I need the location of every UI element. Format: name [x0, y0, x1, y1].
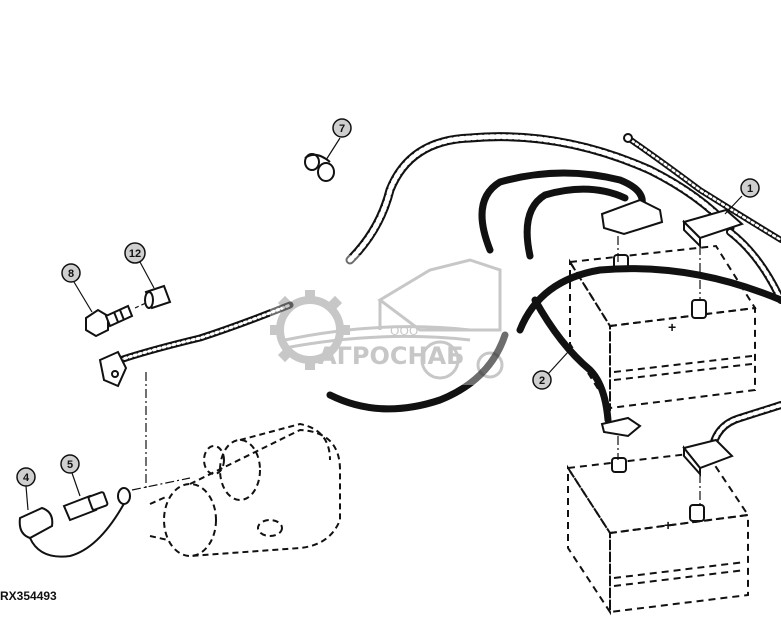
starter-motor	[149, 422, 341, 557]
thin-harness-top	[623, 133, 781, 243]
black-cables	[326, 169, 781, 424]
callout-2-label: 2	[539, 375, 545, 387]
starter-cable	[116, 301, 294, 364]
part-7-clip	[304, 153, 335, 182]
leader-lines	[131, 236, 701, 506]
part-12-spacer	[144, 284, 172, 310]
lower-right-harness	[708, 401, 781, 454]
callout-5-label: 5	[67, 459, 73, 471]
callout-2: 2	[532, 351, 569, 390]
part-4-boot	[18, 487, 131, 558]
watermark: ООО АГРОСНАБ	[270, 255, 510, 385]
figure-id: RX354493	[0, 589, 57, 603]
callout-8: 8	[61, 263, 93, 313]
callout-1-label: 1	[747, 183, 753, 195]
harvester-icon	[377, 258, 504, 380]
starter-cable-lug	[98, 350, 128, 388]
callout-4-label: 4	[23, 472, 30, 484]
svg-text:+: +	[668, 319, 676, 335]
main-harness-braided	[345, 132, 781, 304]
connector-lower	[682, 438, 734, 477]
gear-teeth	[270, 290, 350, 370]
watermark-prefix: ООО	[390, 324, 418, 338]
lower-battery-terminals: +	[611, 457, 705, 533]
callout-12: 12	[124, 242, 155, 289]
callout-1: 1	[724, 178, 760, 215]
callout-12-label: 12	[129, 248, 141, 260]
cable-terminals	[600, 198, 664, 438]
watermark-name: АГРОСНАБ	[318, 342, 464, 370]
lower-battery	[566, 450, 750, 616]
callout-8-label: 8	[68, 268, 74, 280]
callout-5: 5	[60, 454, 81, 497]
svg-text:+: +	[664, 517, 672, 533]
callout-7: 7	[325, 118, 352, 161]
part-5-connector	[62, 491, 109, 522]
part-8-bolt	[85, 304, 134, 338]
callout-4: 4	[16, 467, 36, 511]
callout-7-label: 7	[339, 123, 345, 135]
